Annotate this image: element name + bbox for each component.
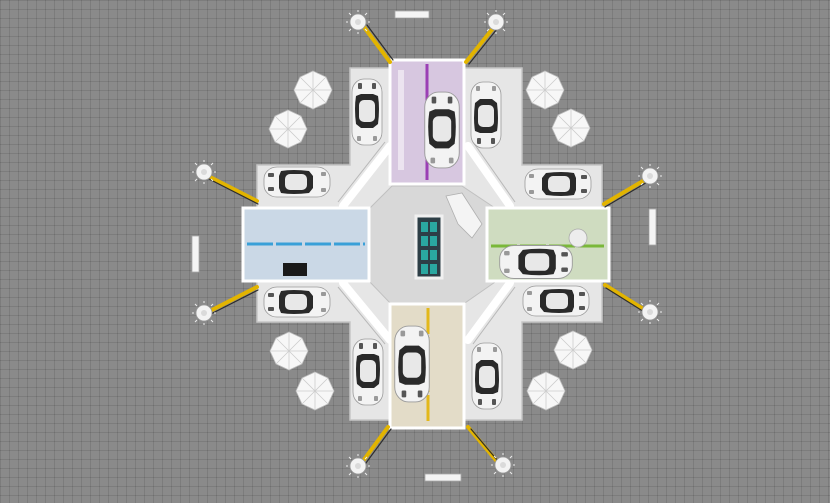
- desk: [445, 192, 483, 239]
- bench-icon: [191, 10, 657, 482]
- bay-left: [241, 206, 371, 283]
- partition-wall-edges: [337, 141, 516, 345]
- counter-icon: [283, 263, 307, 276]
- partition-walls: [339, 142, 514, 344]
- display-screen-icon: [414, 214, 444, 280]
